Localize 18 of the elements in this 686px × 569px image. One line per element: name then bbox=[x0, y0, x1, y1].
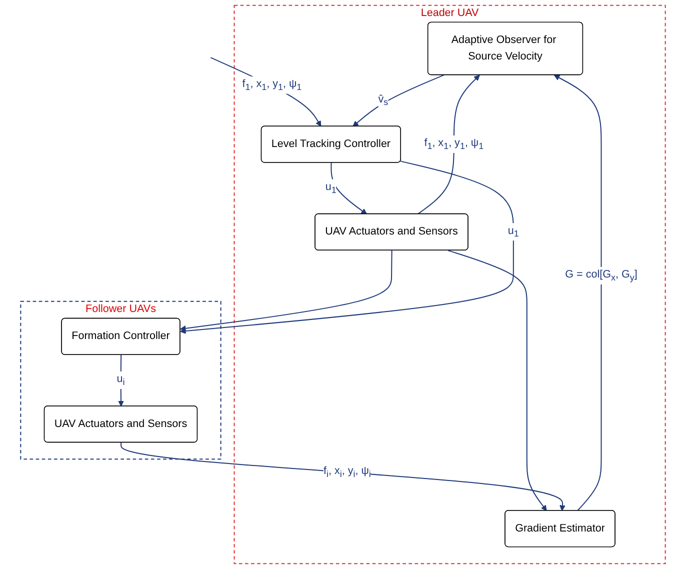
edge-label: v̂$_{s}$ bbox=[378, 94, 388, 108]
arrow bbox=[330, 162, 367, 214]
edge-label: u$_{i}$ bbox=[116, 373, 125, 388]
edge-label: f$_{1}$, x$_{1}$, y$_{1}$, ψ$_{1}$ bbox=[424, 137, 484, 152]
arrow bbox=[352, 74, 444, 127]
edge-label: f$_{1}$, x$_{1}$, y$_{1}$, ψ$_{1}$ bbox=[242, 78, 302, 92]
arrow bbox=[180, 160, 514, 334]
arrow bbox=[210, 57, 322, 127]
arrow bbox=[118, 354, 124, 406]
edge-label: f$_{i}$, x$_{i}$, y$_{i}$, ψ$_{i}$ bbox=[323, 465, 371, 480]
edge-label: G = col[G$_{x}$, G$_{y}$] bbox=[565, 268, 638, 283]
edge-label: u$_{1}$ bbox=[508, 225, 519, 239]
arrow bbox=[180, 250, 392, 332]
arrow bbox=[448, 250, 547, 512]
arrow bbox=[120, 442, 566, 512]
edge-label: u$_{1}$ bbox=[325, 181, 336, 195]
arrow bbox=[417, 74, 480, 214]
arrow bbox=[554, 74, 602, 512]
